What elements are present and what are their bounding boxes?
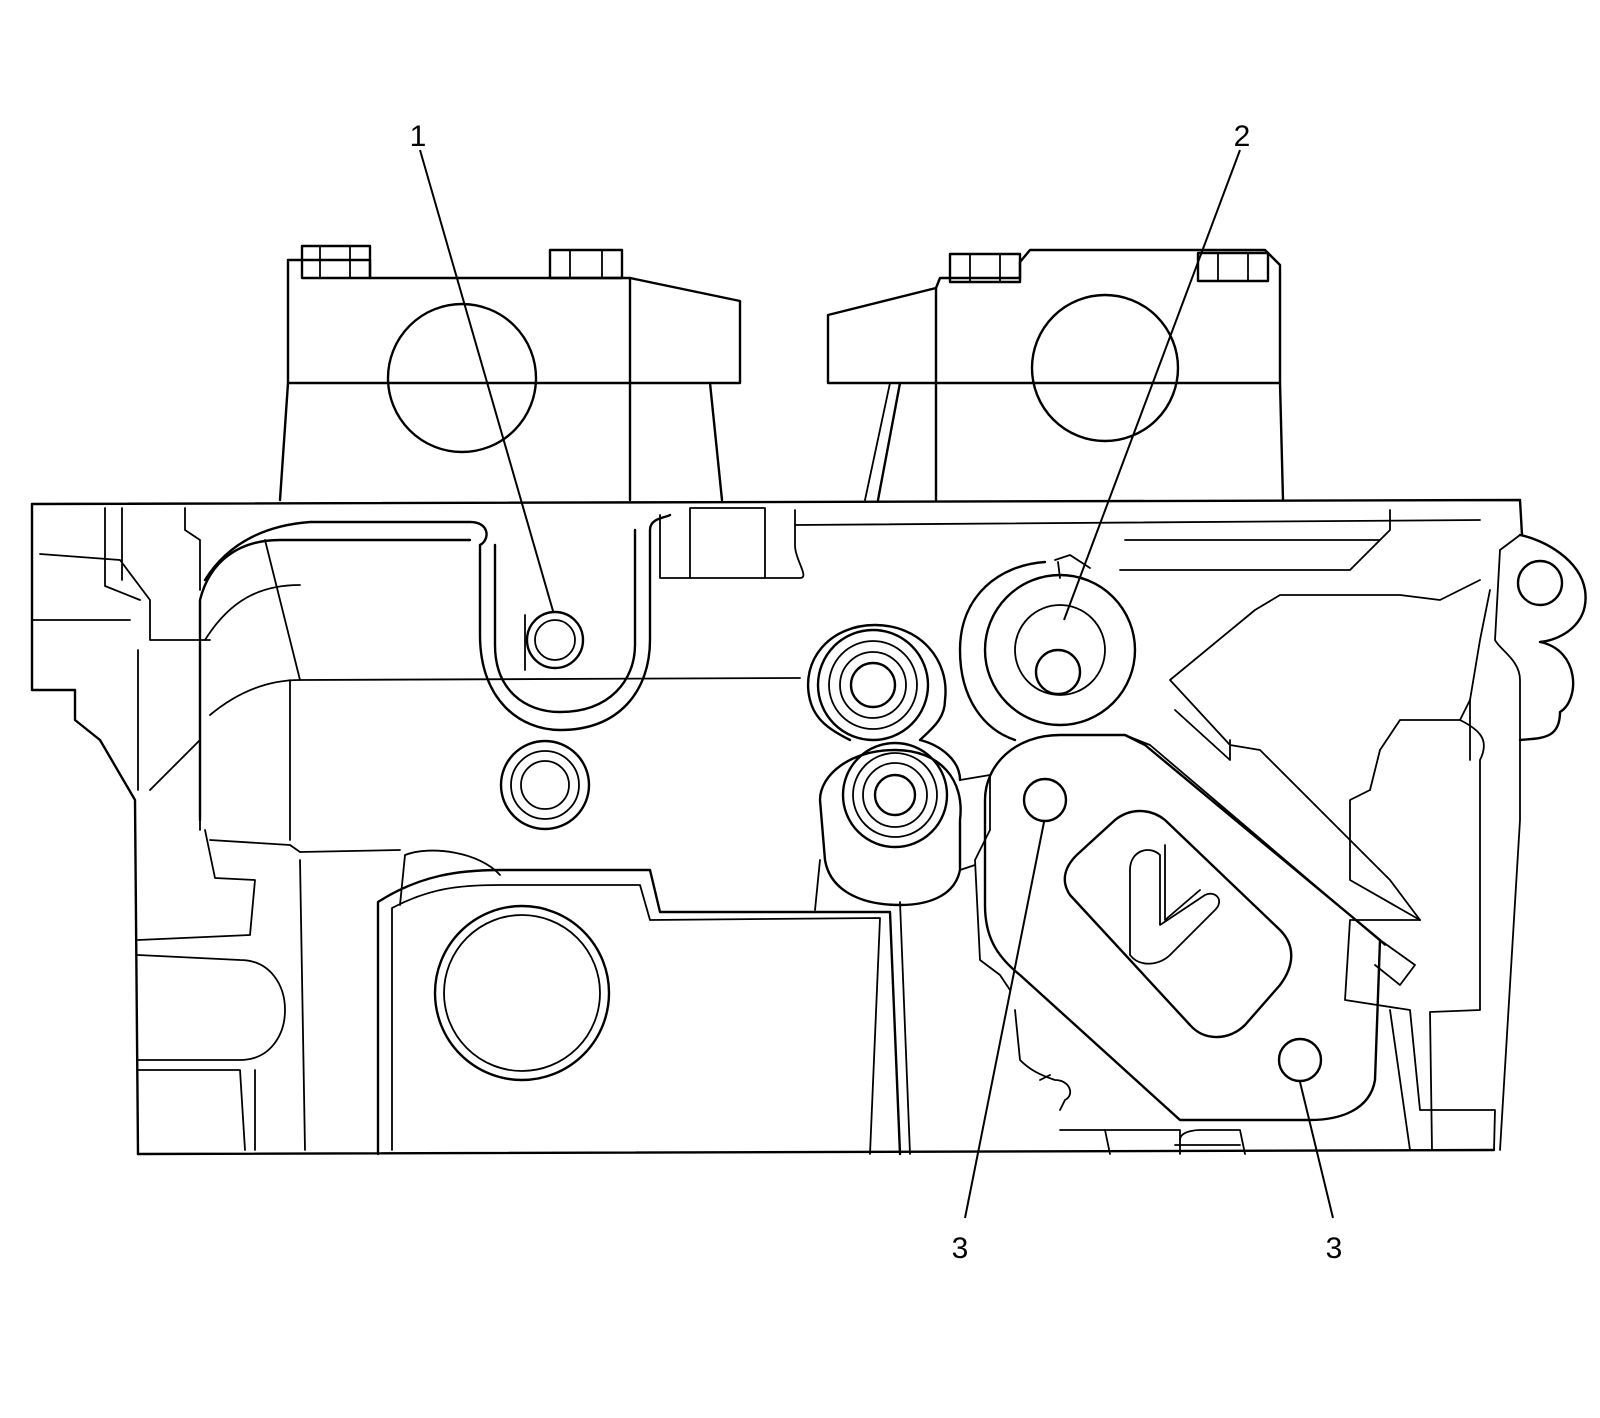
- leader-1: [419, 149, 554, 612]
- leader-3a: [964, 821, 1045, 1219]
- callout-3-right: 3: [1326, 1232, 1343, 1265]
- center-lower-boss: [814, 741, 962, 911]
- cylinder-head-body: [30, 498, 1587, 1156]
- callout-2: 2: [1234, 120, 1251, 153]
- leader-3b: [1299, 1081, 1334, 1219]
- right-bolt-boss: [958, 560, 1137, 742]
- spark-plug-bore: [433, 904, 611, 1082]
- right-camshaft-cap: [826, 248, 1285, 502]
- callout-1: 1: [410, 120, 427, 153]
- callout-3-left: 3: [952, 1232, 969, 1265]
- left-camshaft-journal: [386, 302, 538, 454]
- center-upper-boss: [807, 623, 962, 782]
- left-bolt-boss: [524, 610, 585, 671]
- lower-left-boss: [499, 739, 591, 831]
- cover-plate: [983, 733, 1416, 1122]
- center-web: [708, 381, 902, 502]
- right-camshaft-journal: [1030, 293, 1180, 443]
- callout-leaders: [419, 149, 1334, 1219]
- left-camshaft-cap: [278, 244, 742, 502]
- plate-bolt-hole-2: [1277, 1037, 1323, 1083]
- plate-bolt-hole-1: [1022, 777, 1068, 823]
- lower-right-detail: [959, 709, 1246, 1155]
- leader-2: [1063, 149, 1241, 621]
